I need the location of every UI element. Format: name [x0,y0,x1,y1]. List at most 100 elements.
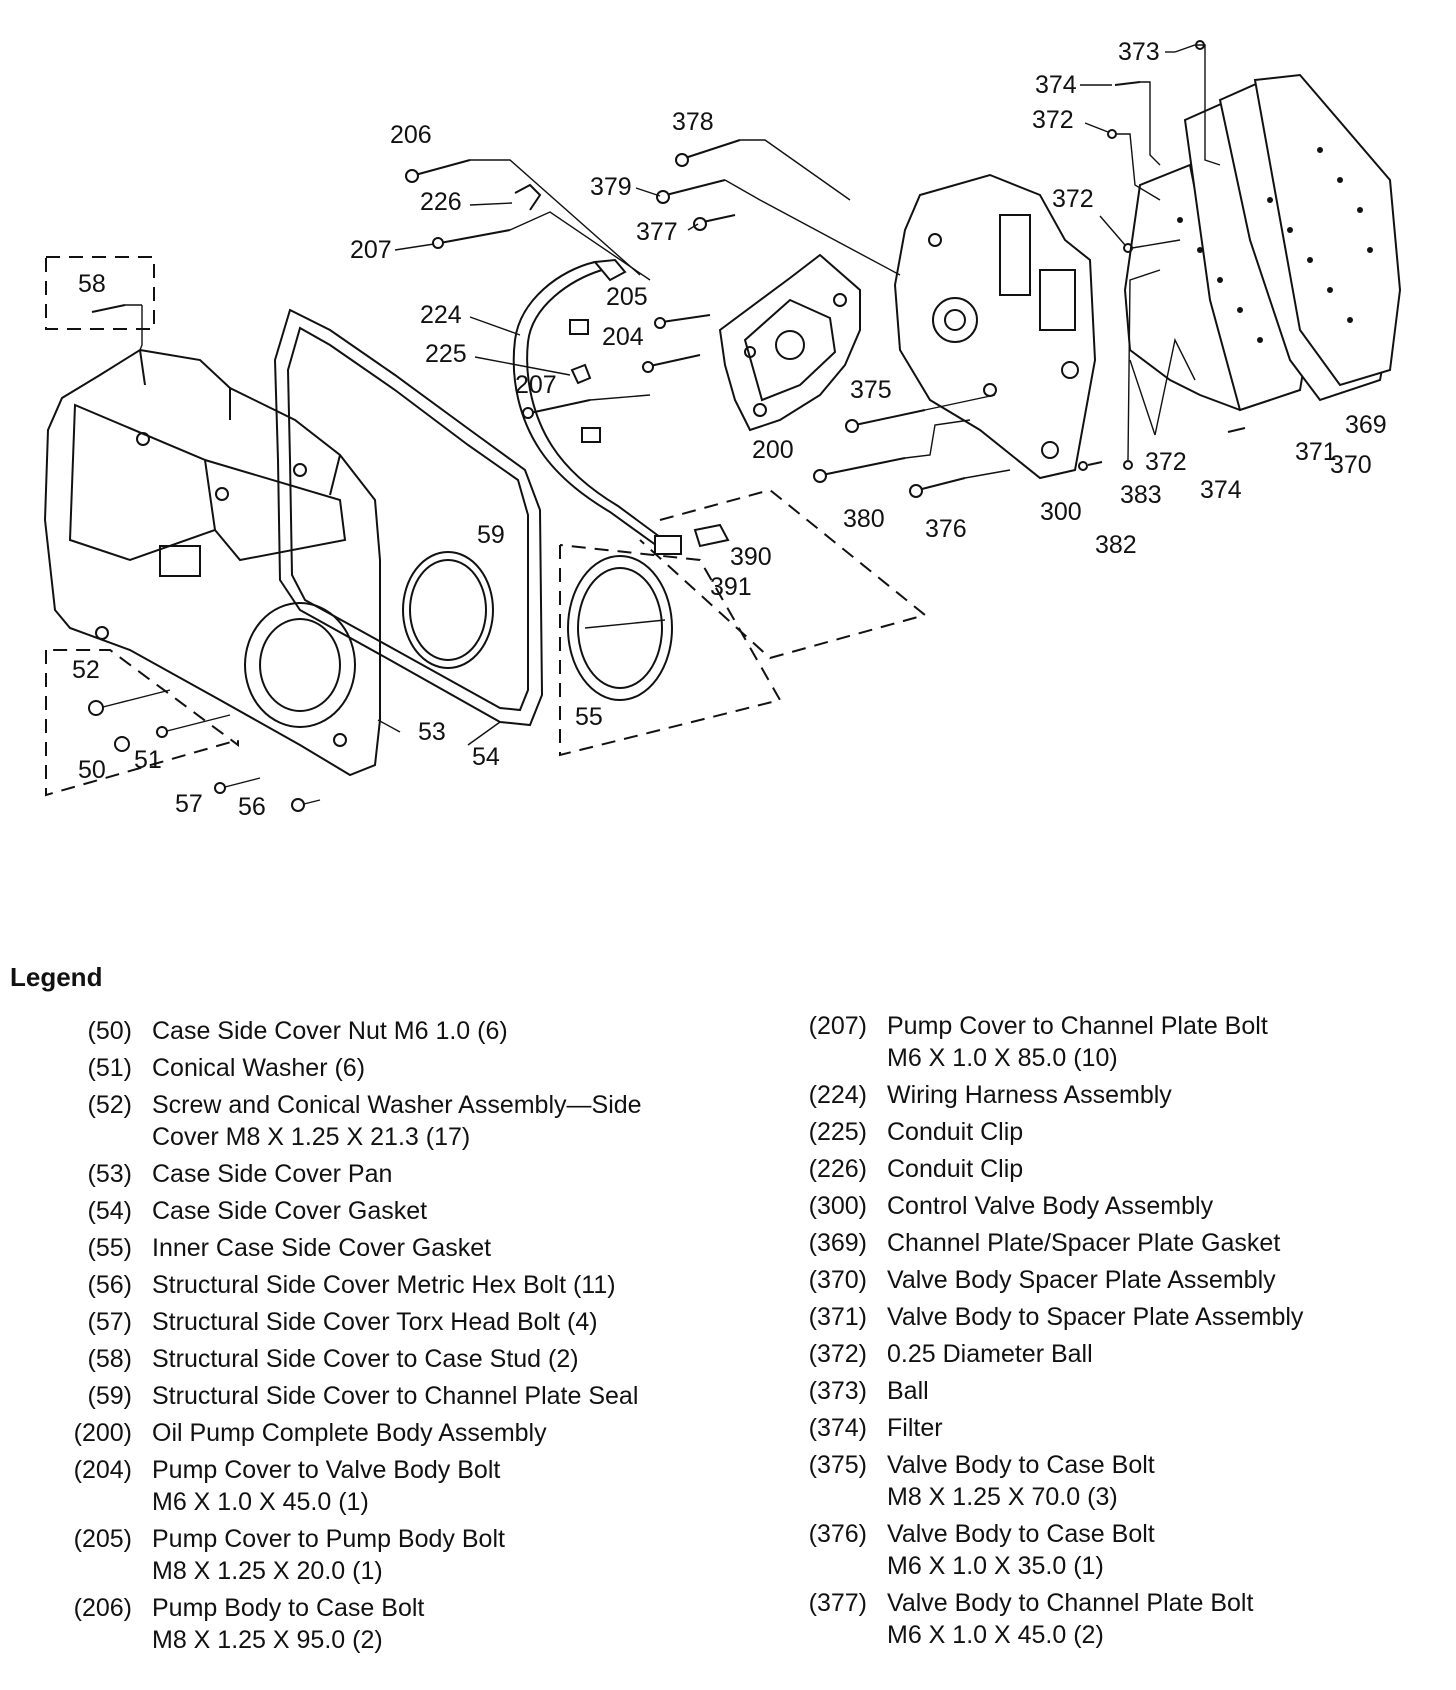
legend-number: (51) [87,1054,132,1082]
legend-number: (56) [87,1271,132,1299]
legend-number: (370) [808,1266,867,1294]
callout-225: 225 [425,340,467,368]
legend-entry: (204)Pump Cover to Valve Body Bolt M6 X … [40,1454,700,1518]
legend-description: Case Side Cover Nut M6 1.0 (6) [152,1017,508,1045]
detail-box-inner-gasket [559,544,782,757]
legend-description: Valve Body to Case Bolt M8 X 1.25 X 70.0… [887,1451,1155,1511]
legend-description: Channel Plate/Spacer Plate Gasket [887,1229,1281,1257]
legend-number: (205) [73,1525,132,1553]
callout-224: 224 [420,301,462,329]
legend-description: Pump Cover to Valve Body Bolt M6 X 1.0 X… [152,1456,501,1516]
legend-number: (372) [808,1340,867,1368]
legend-number: (206) [73,1594,132,1622]
legend-description: Structural Side Cover to Channel Plate S… [152,1382,639,1410]
callout-372: 372 [1052,185,1094,213]
legend-description: Structural Side Cover Torx Head Bolt (4) [152,1308,598,1336]
callout-377: 377 [636,218,678,246]
callout-205: 205 [606,283,648,311]
callout-370: 370 [1330,451,1372,479]
detail-box-fasteners [45,649,239,797]
callout-371: 371 [1295,438,1337,466]
legend-number: (50) [87,1017,132,1045]
legend-right-column: (207)Pump Cover to Channel Plate Bolt M6… [775,1010,1435,1656]
legend-number: (52) [87,1091,132,1119]
legend-description: Valve Body to Spacer Plate Assembly [887,1303,1304,1331]
legend-entry: (370) Valve Body Spacer Plate Assembly [775,1264,1435,1296]
legend-entry: (372)0.25 Diameter Ball [775,1338,1435,1370]
spacer-plate-holes [1177,147,1373,343]
legend-entry: (225)Conduit Clip [775,1116,1435,1148]
callout-51: 51 [134,746,162,774]
callout-372: 372 [1145,448,1187,476]
legend-description: Valve Body Spacer Plate Assembly [887,1266,1276,1294]
callout-labels: 373 374 372 372 378 206 379 226 377 207 … [72,38,1387,821]
legend-number: (373) [808,1377,867,1405]
callout-58: 58 [78,270,106,298]
legend-description: Pump Cover to Pump Body Bolt M8 X 1.25 X… [152,1525,505,1585]
callout-382: 382 [1095,531,1137,559]
legend-entry: (207)Pump Cover to Channel Plate Bolt M6… [775,1010,1435,1074]
callout-204: 204 [602,323,644,351]
callout-374: 374 [1200,476,1242,504]
legend-description: Structural Side Cover Metric Hex Bolt (1… [152,1271,616,1299]
legend-description: Ball [887,1377,929,1405]
callout-55: 55 [575,703,603,731]
legend-number: (226) [808,1155,867,1183]
legend-description: Valve Body to Case Bolt M6 X 1.0 X 35.0 … [887,1520,1155,1580]
legend-description: Conical Washer (6) [152,1054,366,1082]
legend-description: Case Side Cover Pan [152,1160,393,1188]
legend-number: (200) [73,1419,132,1447]
callout-369: 369 [1345,411,1387,439]
legend-entry: (200) Oil Pump Complete Body Assembly [40,1417,700,1449]
legend-entry: (371) Valve Body to Spacer Plate Assembly [775,1301,1435,1333]
legend-entry: (300)Control Valve Body Assembly [775,1190,1435,1222]
callout-206: 206 [390,121,432,149]
legend-number: (57) [87,1308,132,1336]
callout-53: 53 [418,718,446,746]
callout-383: 383 [1120,481,1162,509]
legend-entry: (375)Valve Body to Case Bolt M8 X 1.25 X… [775,1449,1435,1513]
legend-entry: (369)Channel Plate/Spacer Plate Gasket [775,1227,1435,1259]
callout-379: 379 [590,173,632,201]
legend-entry: (59)Structural Side Cover to Channel Pla… [40,1380,700,1412]
control-valve-body [893,173,1097,480]
legend-number: (371) [808,1303,867,1331]
callout-226: 226 [420,188,462,216]
callout-207: 207 [515,371,557,399]
legend-number: (54) [87,1197,132,1225]
legend-entry: (376)Valve Body to Case Bolt M6 X 1.0 X … [775,1518,1435,1582]
legend-entry: (53) Case Side Cover Pan [40,1158,700,1190]
legend-description: Pump Cover to Channel Plate Bolt M6 X 1.… [887,1012,1268,1072]
legend-description: Oil Pump Complete Body Assembly [152,1419,547,1447]
legend-description: Inner Case Side Cover Gasket [152,1234,492,1262]
legend-entry: (52) Screw and Conical Washer Assembly—Si… [40,1089,700,1153]
legend-description: Pump Body to Case Bolt M8 X 1.25 X 95.0 … [152,1594,425,1654]
oil-pump-body [718,253,861,432]
fasteners [88,40,1246,812]
callout-leaders [377,51,1175,746]
callout-56: 56 [238,793,266,821]
inner-case-side-cover-gasket [567,555,673,701]
callout-372: 372 [1032,106,1074,134]
callout-52: 52 [72,656,100,684]
legend-description: Screw and Conical Washer Assembly—Side C… [152,1091,642,1151]
legend-number: (377) [808,1589,867,1617]
callout-376: 376 [925,515,967,543]
legend-number: (225) [808,1118,867,1146]
legend-entry: (206) Pump Body to Case Bolt M8 X 1.25 X … [40,1592,700,1656]
detail-box-58 [45,256,155,330]
legend-number: (224) [808,1081,867,1109]
callout-374: 374 [1035,71,1077,99]
legend-number: (53) [87,1160,132,1188]
legend-description: Valve Body to Channel Plate Bolt M6 X 1.… [887,1589,1254,1649]
legend-description: Conduit Clip [887,1155,1024,1183]
callout-373: 373 [1118,38,1160,66]
legend-entry: (58)Structural Side Cover to Case Stud (… [40,1343,700,1375]
callout-50: 50 [78,756,106,784]
legend-entry: (50) Case Side Cover Nut M6 1.0 (6) [40,1015,700,1047]
legend-number: (58) [87,1345,132,1373]
callout-207: 207 [350,236,392,264]
callout-59: 59 [477,521,505,549]
legend-entry: (226) Conduit Clip [775,1153,1435,1185]
legend-entry: (56) Structural Side Cover Metric Hex Bol… [40,1269,700,1301]
